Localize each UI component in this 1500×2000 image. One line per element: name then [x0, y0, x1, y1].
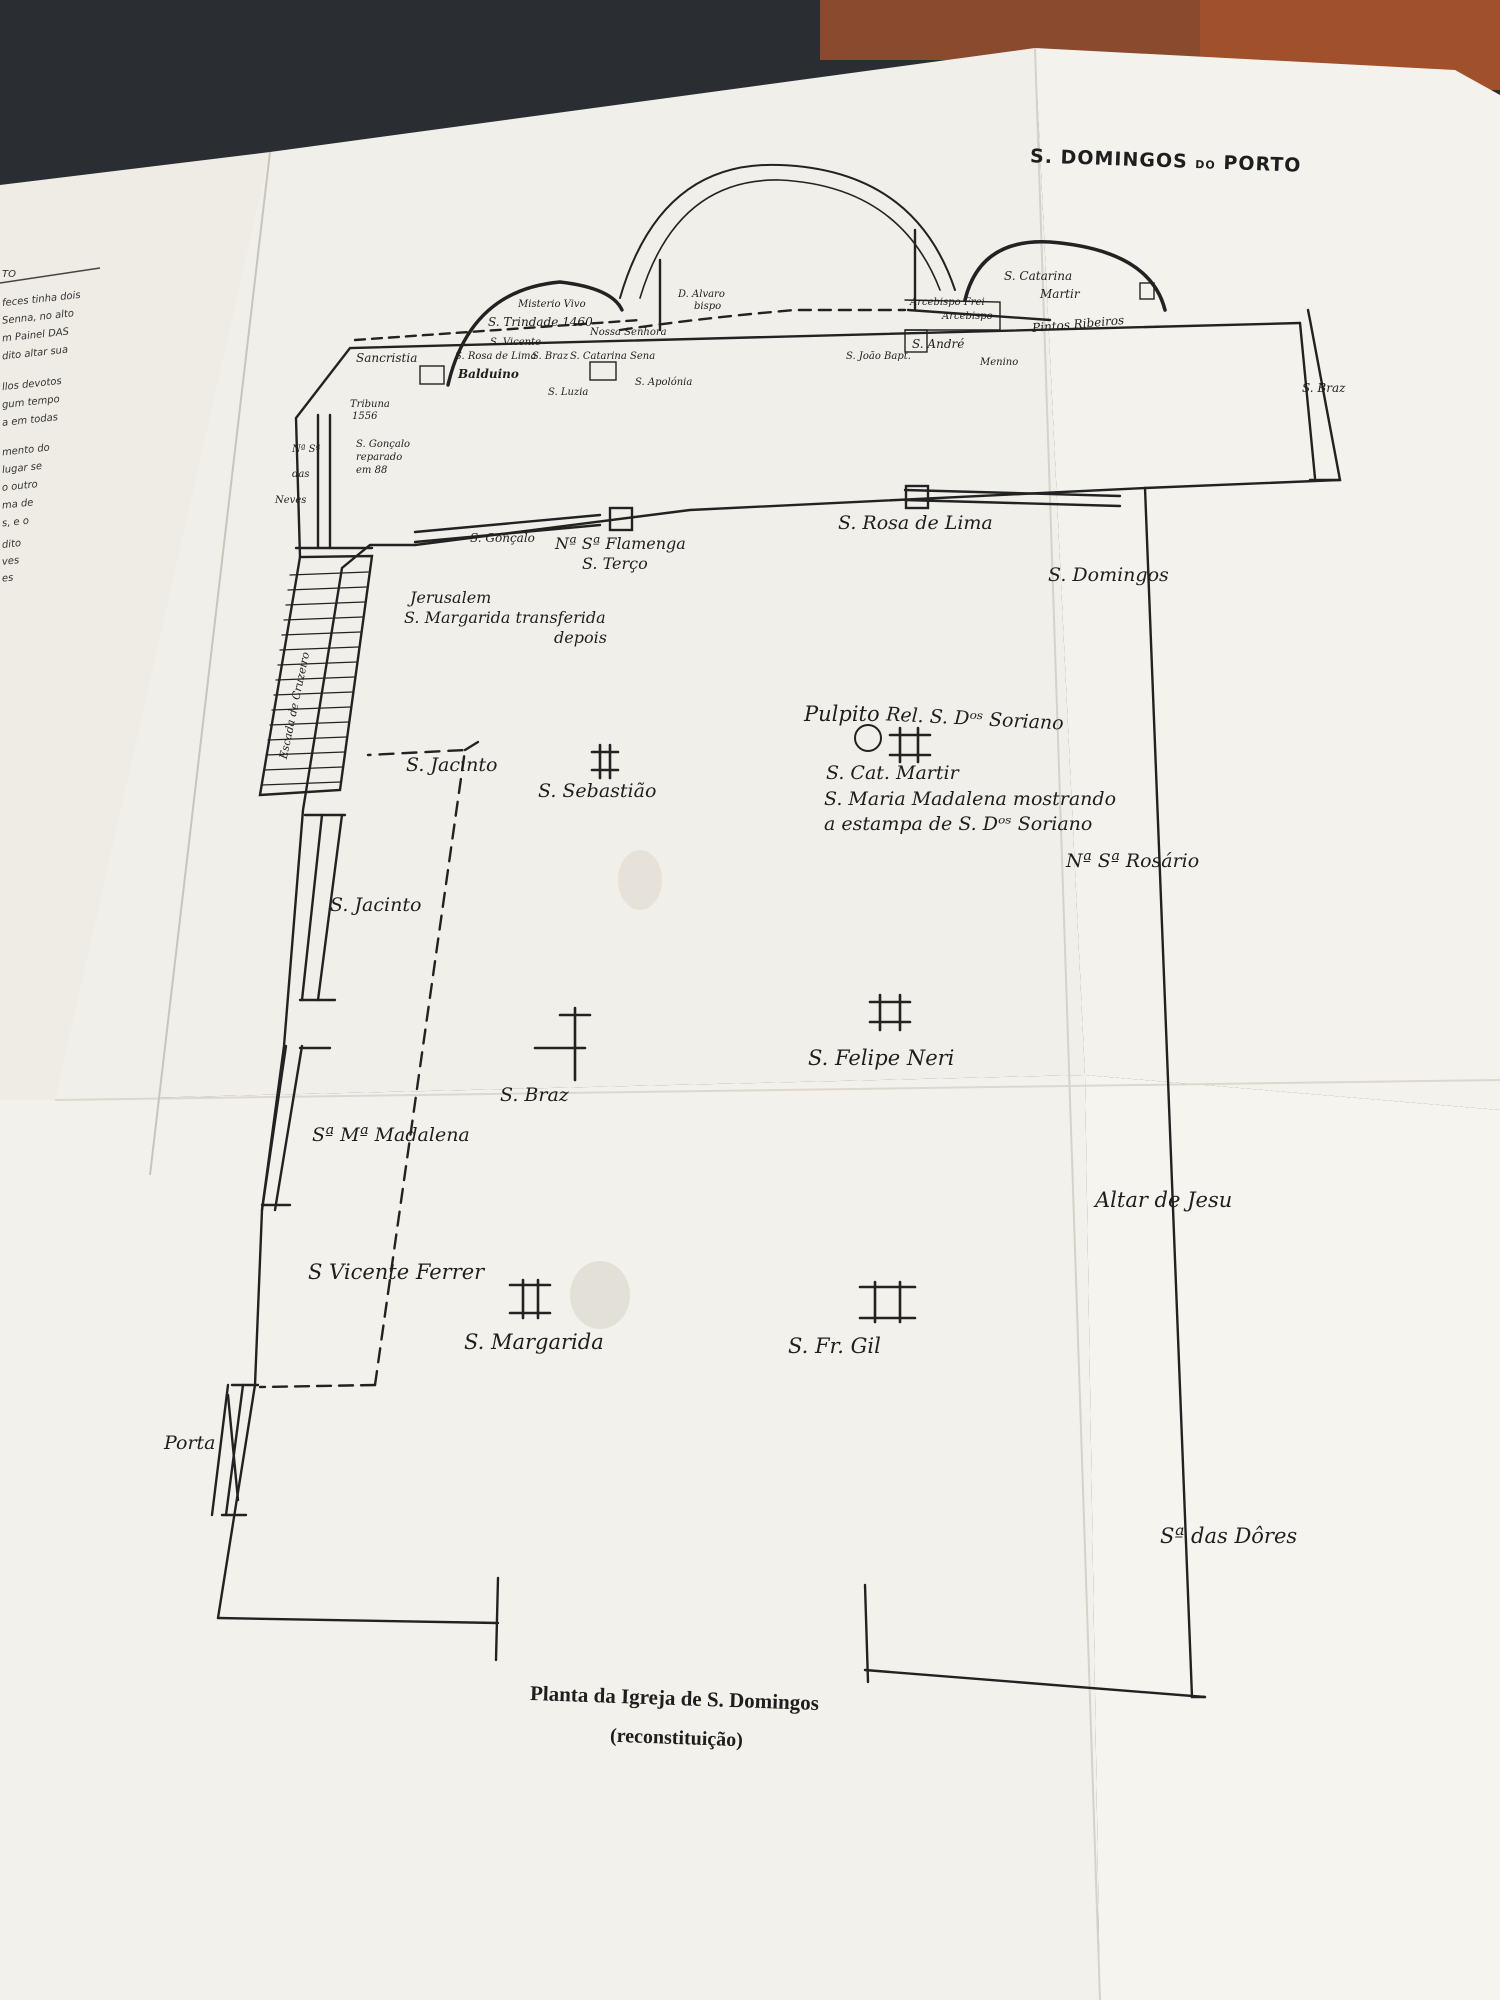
label-s-jacinto-top: S. Jacinto [406, 754, 498, 776]
label-s-sebastiao: S. Sebastião [538, 780, 657, 802]
label-s-catarina-martir: S. Catarina [1004, 269, 1073, 283]
front-wall-left [216, 1616, 500, 1625]
label-s-margarida-transf: S. Margarida transferida [404, 608, 606, 627]
transept-outline [294, 321, 1302, 559]
label-s-margarida: S. Margarida [464, 1330, 604, 1354]
label-s-felipe-neri: S. Felipe Neri [808, 1046, 955, 1070]
right-wall [1143, 486, 1207, 1699]
label-tribuna-year: 1556 [352, 411, 378, 422]
label-mosteiro: Misterio Vivo [518, 299, 586, 310]
label-s-fr-gil: S. Fr. Gil [788, 1334, 881, 1358]
label-arcebispo: Arcebispo Frei [910, 297, 985, 308]
label-sacristia: Sancristia [356, 351, 418, 365]
label-s-goncalo: S. Gonçalo [470, 531, 535, 545]
label-s-domingos: S. Domingos [1048, 564, 1169, 586]
label-ns-rosario: Nª Sª Rosário [1066, 850, 1200, 872]
label-s-andre: S. André [912, 337, 965, 351]
label-jerusalem: Jerusalem [410, 588, 492, 607]
label-d-alvaro: D. Alvaro [678, 289, 725, 300]
label-s-terco: S. Terço [582, 554, 648, 573]
label-s-cat-martir: S. Cat. Martir [826, 762, 959, 784]
label-tribuna: Tribuna [350, 399, 390, 410]
label-ns-left-2: das [292, 469, 310, 480]
header-end: PORTO [1223, 152, 1302, 177]
left-wall [216, 543, 417, 1620]
left-page [0, 152, 270, 1195]
left-frag-15: es [1, 572, 14, 585]
label-s-goncalo-top-3: em 88 [356, 465, 388, 476]
label-porta: Porta [164, 1432, 216, 1454]
label-s-braz-small: S. Braz [532, 351, 569, 362]
label-s-apolonia: S. Apolónia [635, 377, 693, 388]
label-sa-das-dores: Sª das Dôres [1160, 1524, 1298, 1548]
label-s-vicente: S. Vicente [490, 337, 541, 348]
label-s-goncalo-top: S. Gonçalo [356, 439, 411, 450]
label-s-joao-bapt: S. João Bapt. [846, 351, 911, 362]
label-s-jacinto: S. Jacinto [330, 894, 422, 916]
label-ns-flamenga: Nª Sª Flamenga [555, 534, 686, 553]
label-balduino: Balduino [458, 367, 519, 381]
label-s-catarina-martir-2: Martir [1040, 287, 1080, 301]
label-s-rosa-de-lima: S. Rosa de Lima [838, 512, 993, 534]
label-d-alvaro-2: bispo [694, 301, 722, 312]
left-frag-13: dito [1, 538, 22, 551]
label-s-catarina-sena: S. Catarina Sena [570, 351, 656, 362]
label-s-lucia: S. Luzia [548, 387, 589, 398]
label-ns-left-3: Neves [275, 495, 307, 506]
left-frag-14: ves [1, 555, 20, 568]
label-ns-left-1: Nª Sª [292, 444, 321, 455]
front-wall-right [863, 1668, 1207, 1699]
label-nossa-senhora-tiny: Nossa Senhora [590, 327, 667, 338]
label-s-braz: S. Braz [500, 1084, 569, 1106]
label-arcebispo-2: Arcebispo [942, 311, 993, 322]
header-small: DO [1195, 158, 1216, 172]
label-s-vicente-ferrer: S Vicente Ferrer [308, 1260, 485, 1284]
label-menino: Menino [980, 357, 1019, 368]
label-s-braz-right: S. Braz [1302, 381, 1346, 395]
label-s-rosa-lima-small: S. Rosa de Lima [455, 351, 537, 362]
label-altar-jesu: Altar de Jesu [1095, 1188, 1233, 1212]
label-s-maria-madalena: S. Maria Madalena mostrando [824, 788, 1117, 810]
label-estampa: a estampa de S. Dᵒˢ Soriano [824, 813, 1093, 835]
label-pulpito: Pulpito [804, 702, 880, 726]
caption-line-2: (reconstituição) [609, 1724, 744, 1752]
label-s-ma-madalena: Sª Mª Madalena [312, 1124, 470, 1146]
label-s-trindade: S. Trindade 1460 [488, 315, 593, 329]
left-frag-0: TO [2, 269, 16, 280]
label-depois: depois [554, 628, 607, 647]
label-s-goncalo-top-2: reparado [356, 452, 403, 463]
